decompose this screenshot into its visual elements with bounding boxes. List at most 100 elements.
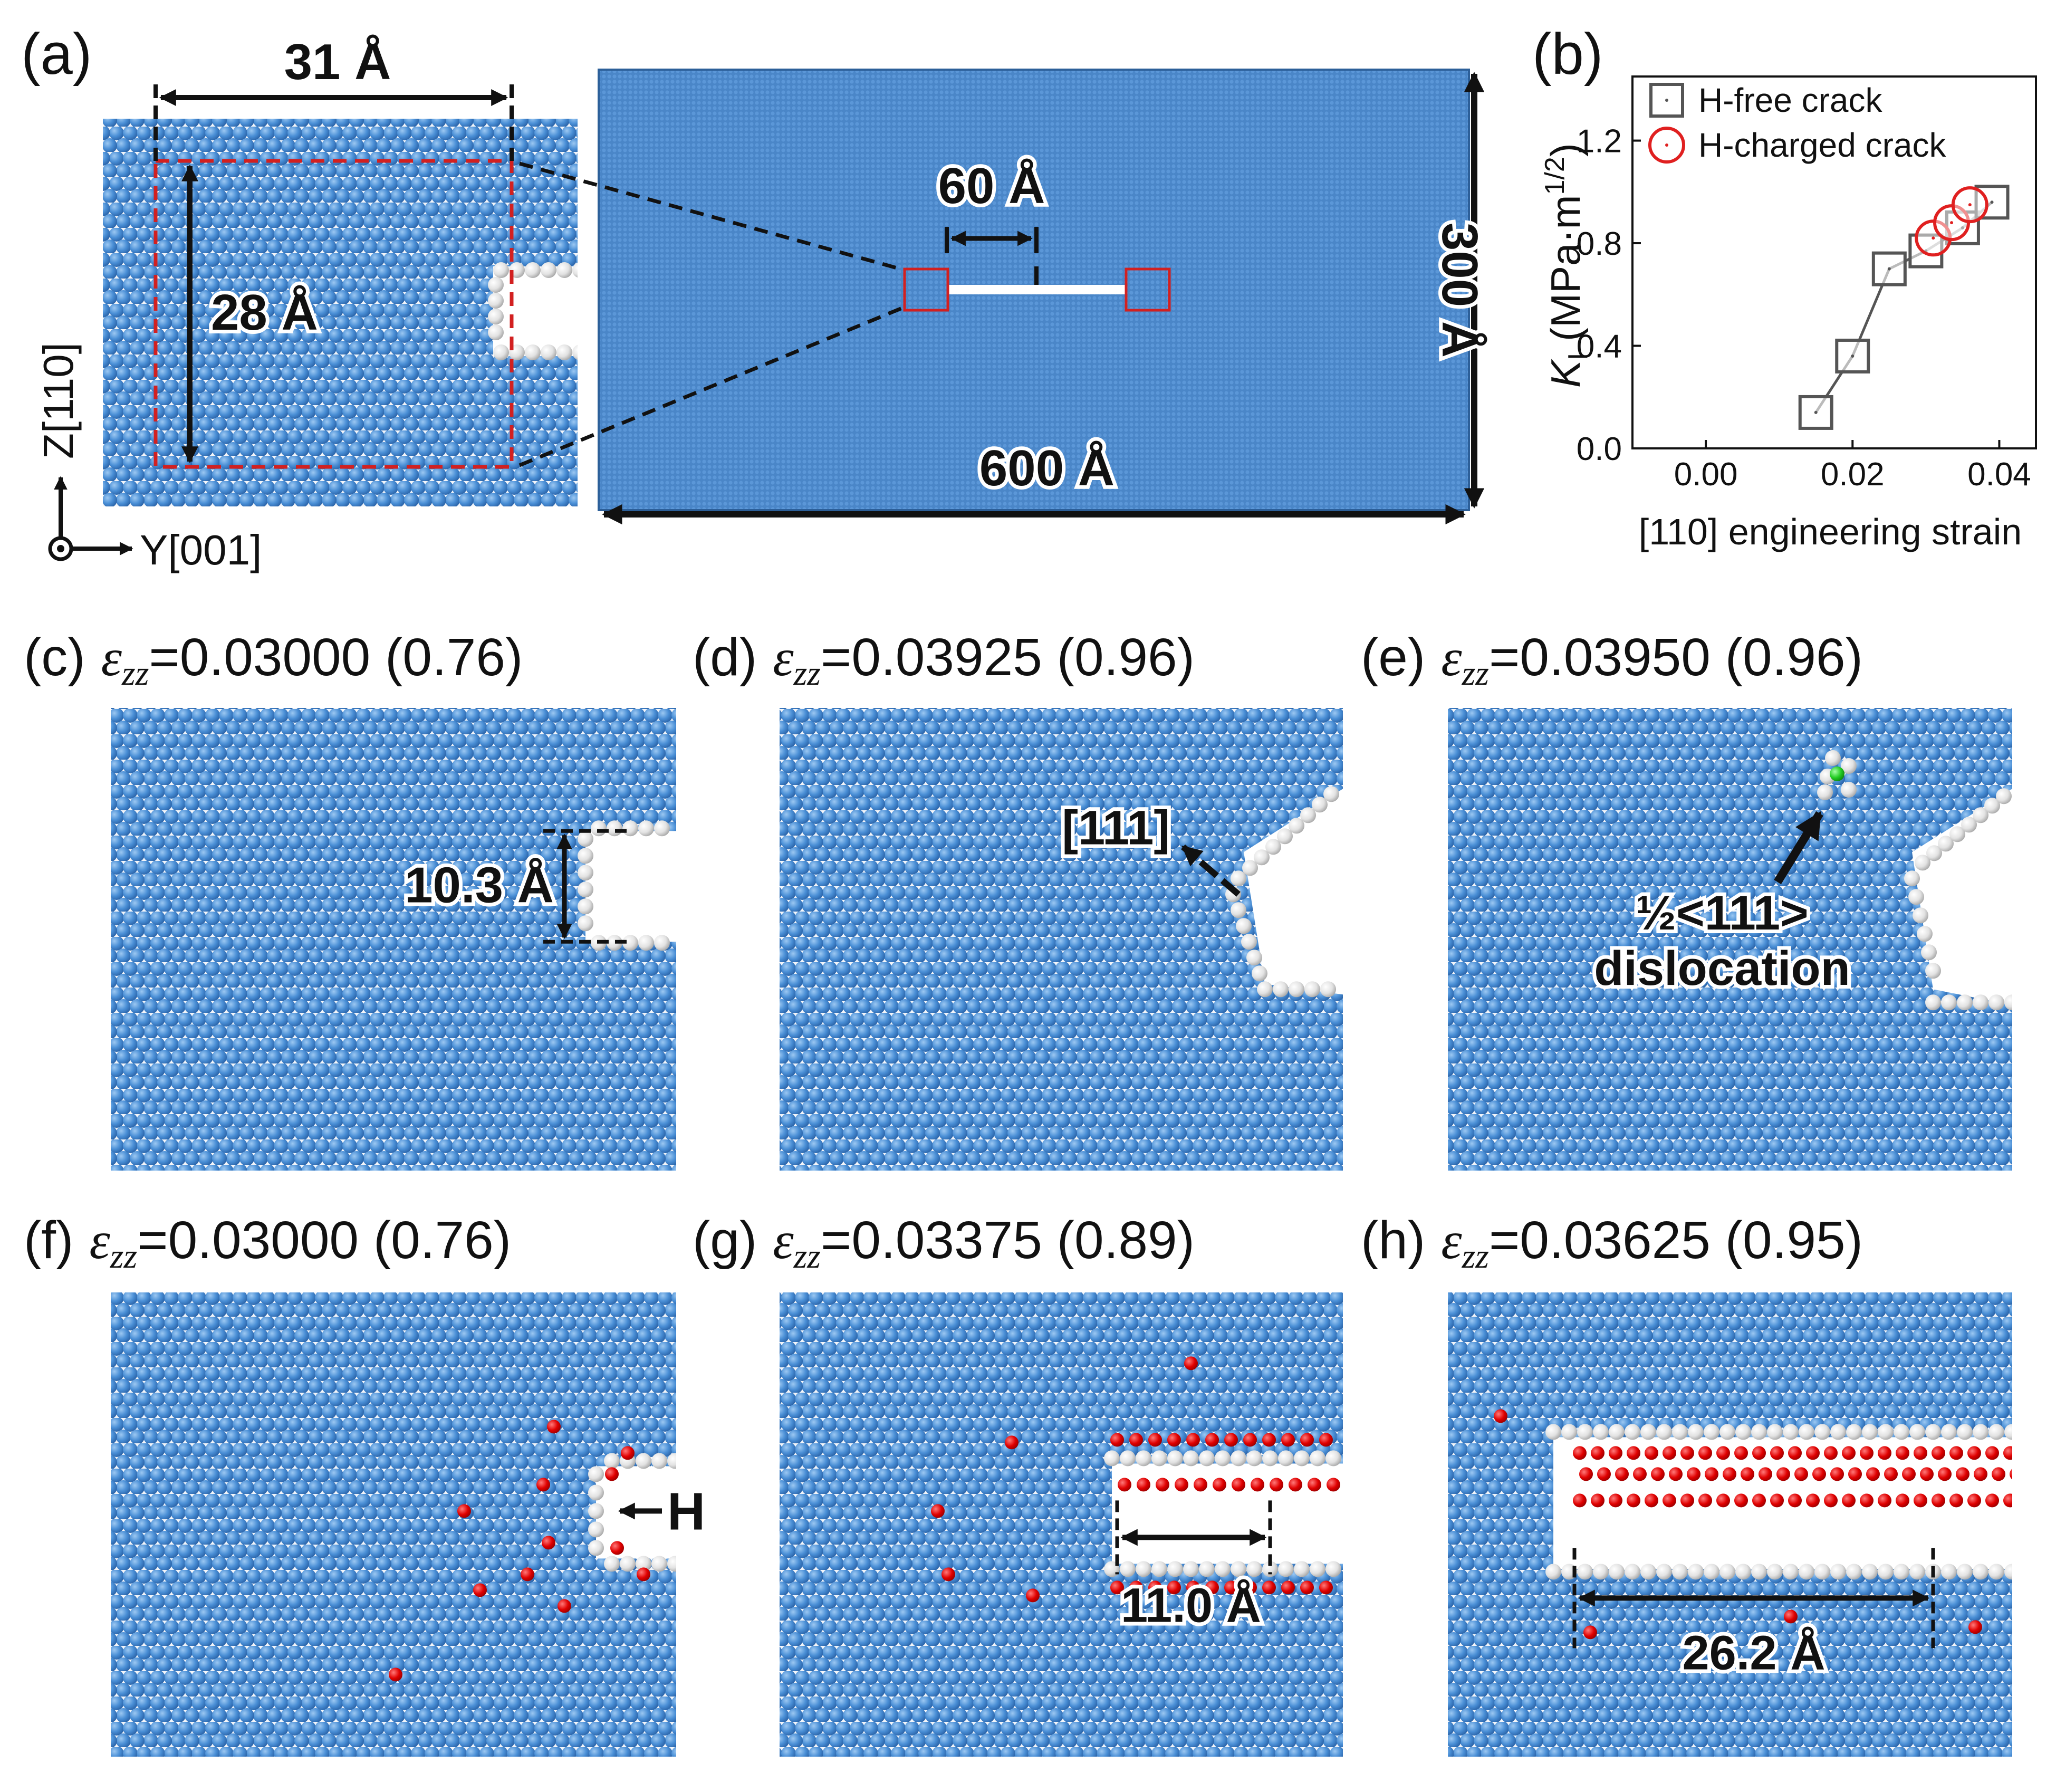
hydrogen-atom	[1110, 1580, 1124, 1595]
hydrogen-atom	[1583, 1625, 1597, 1640]
hydrogen-atom	[1308, 1478, 1321, 1492]
surface-atom	[1909, 1564, 1925, 1580]
panel-d-atoms	[780, 708, 1343, 1171]
hydrogen-atom	[1848, 1467, 1862, 1481]
dim-300-label: 300 Å	[1431, 223, 1488, 358]
hydrogen-atom	[610, 1541, 624, 1555]
zoom-region-box	[153, 159, 514, 469]
zoom-line-top	[519, 161, 905, 272]
legend-marker-dot	[1665, 99, 1668, 102]
hydrogen-atom	[1005, 1435, 1019, 1450]
panel-e-title: (e)εzz=0.03950 (0.96)	[1361, 628, 1863, 693]
surface-atom	[604, 1556, 620, 1572]
surface-atom	[1925, 963, 1941, 979]
surface-atom	[1262, 1561, 1278, 1577]
surface-atom	[1199, 1450, 1215, 1467]
hydrogen-atom	[1680, 1446, 1694, 1460]
hydrogen-atom	[2003, 1493, 2012, 1508]
strain-subscript: zz	[110, 1237, 137, 1276]
chart-ylabel: KI (MPa·m1/2)	[1540, 143, 1593, 388]
panel-e-atoms	[1448, 708, 2012, 1171]
strain-subscript: zz	[1462, 1237, 1489, 1276]
surface-atom	[607, 820, 622, 837]
hydrogen-atom	[1591, 1493, 1605, 1508]
surface-atom	[556, 344, 572, 360]
surface-atom	[1323, 786, 1339, 802]
hydrogen-atom	[1784, 1609, 1798, 1624]
surface-atom	[1304, 981, 1320, 998]
y-tick-label: 1.2	[1577, 123, 1622, 160]
hydrogen-atom	[1842, 1446, 1856, 1460]
hydrogen-atom	[1992, 1467, 2005, 1481]
hydrogen-atom	[1129, 1433, 1143, 1447]
hydrogen-atom	[1985, 1446, 1999, 1460]
hydrogen-atom	[1669, 1467, 1683, 1481]
hydrogen-atom	[1281, 1580, 1295, 1595]
surface-atom	[654, 820, 670, 837]
surface-atom	[1719, 1564, 1735, 1580]
hydrogen-atom	[1232, 1478, 1245, 1492]
surface-atom	[1783, 1424, 1799, 1440]
hydrogen-atom	[1806, 1493, 1820, 1508]
hydrogen-atom	[1663, 1446, 1676, 1460]
surface-atom	[1830, 1564, 1846, 1580]
hydrogen-atom	[1026, 1588, 1040, 1603]
hydrogen-atom	[637, 1567, 650, 1582]
surface-atom	[1941, 1424, 1957, 1440]
surface-atom	[1799, 1564, 1814, 1580]
surface-atom	[1231, 870, 1246, 887]
hydrogen-atom	[1734, 1446, 1748, 1460]
strain-subscript: zz	[1462, 654, 1489, 693]
surface-atom	[2004, 1564, 2012, 1580]
crack-opening-label: 10.3 Å	[405, 857, 554, 913]
point-center-dot	[1968, 203, 1972, 207]
ylabel-exp: 1/2	[1540, 157, 1570, 195]
hydrogen-atom	[1741, 1467, 1754, 1481]
surface-atom	[1973, 1424, 1988, 1440]
hydrogen-atom	[1698, 1446, 1712, 1460]
hydrogen-atom	[1914, 1446, 1927, 1460]
hydrogen-atom	[1270, 1478, 1283, 1492]
surface-atom	[1814, 1424, 1830, 1440]
hydrogen-atom	[457, 1504, 471, 1518]
hydrogen-atom	[536, 1478, 550, 1492]
panel-e: (e)εzz=0.03950 (0.96)½<111>dislocation	[1361, 628, 2012, 1171]
hydrogen-atom	[1776, 1467, 1790, 1481]
x-tick-label: 0.00	[1674, 456, 1738, 493]
hydrogen-atom	[1645, 1493, 1658, 1508]
surface-atom	[591, 820, 607, 837]
hydrogen-atom	[1752, 1493, 1766, 1508]
dislocation-core-atom	[1841, 782, 1857, 798]
axis-z-label: Z[110]	[35, 342, 82, 459]
surface-atom	[1325, 1561, 1341, 1577]
surface-atom	[1908, 889, 1924, 905]
hydrogen-atom	[1949, 1446, 1963, 1460]
surface-atom	[1320, 981, 1336, 998]
zoom-line-bottom	[518, 305, 906, 467]
hydrogen-atom	[1716, 1493, 1730, 1508]
surface-atom	[572, 344, 578, 360]
hydrogen-atom	[1824, 1446, 1838, 1460]
hydrogen-atom	[1752, 1446, 1766, 1460]
surface-atom	[1593, 1564, 1609, 1580]
hydrogen-atom	[1651, 1467, 1665, 1481]
legend-marker-h-charged	[1648, 127, 1685, 164]
surface-atom	[488, 324, 504, 340]
crack-opening	[1244, 789, 1343, 995]
surface-atom	[1830, 1424, 1846, 1440]
x-tick-label: 0.04	[1967, 456, 2031, 493]
hydrogen-atom	[1137, 1478, 1150, 1492]
surface-atom	[1996, 788, 2012, 804]
hydrogen-atom	[1205, 1433, 1219, 1447]
surface-atom	[493, 262, 509, 278]
hydrogen-atom	[1687, 1467, 1700, 1481]
surface-atom	[1973, 807, 1988, 823]
surface-atom	[1957, 994, 1973, 1011]
hydrogen-atom	[1770, 1446, 1784, 1460]
panel-a-atoms	[103, 119, 578, 506]
surface-atom	[1751, 1424, 1767, 1440]
point-center-dot	[1887, 267, 1891, 271]
dislocation-core-atom	[1817, 784, 1833, 800]
surface-atom	[2004, 994, 2012, 1011]
